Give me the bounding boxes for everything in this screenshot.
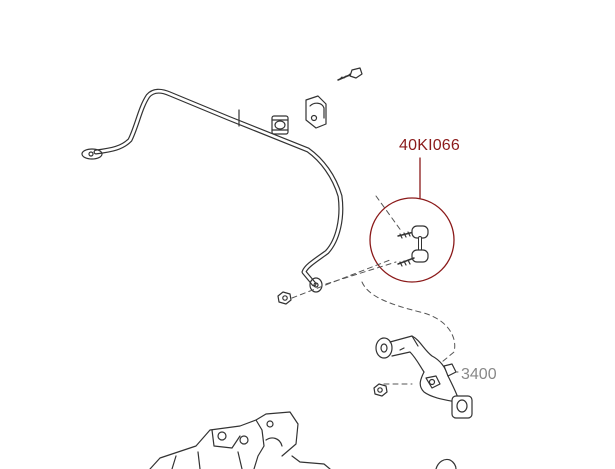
- lower-control-arm: [375, 335, 473, 419]
- link-nut: [277, 291, 292, 305]
- bracket: [305, 95, 327, 129]
- lower-arm-nut: [373, 383, 388, 397]
- subframe: [149, 411, 457, 469]
- callout-circle: [369, 157, 455, 283]
- stabilizer-bar: [81, 88, 344, 293]
- leader-lines: [291, 195, 459, 385]
- bushing: [271, 115, 289, 135]
- reference-label[interactable]: 3400: [461, 366, 497, 383]
- stabilizer-link: [397, 225, 429, 267]
- callout-label[interactable]: 40KI066: [399, 137, 461, 154]
- bracket-bolt: [337, 67, 363, 81]
